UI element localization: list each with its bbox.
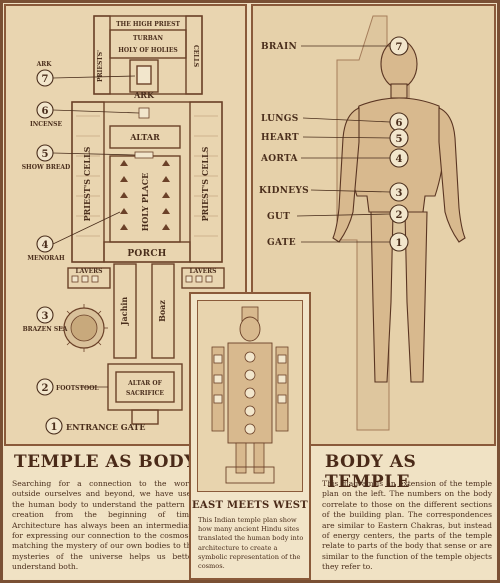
label-incense: INCENSE — [30, 121, 62, 128]
jachin-pillar — [113, 263, 137, 359]
callout-6: 6 — [42, 106, 49, 117]
label-brazen-sea: BRAZEN SEA — [23, 326, 68, 333]
jachin-text: Jachin — [119, 297, 129, 327]
temple-as-body-title: TEMPLE AS BODY — [14, 452, 197, 472]
lavers-right-text: LAVERS — [190, 268, 217, 275]
east-meets-west-title: EAST MEETS WEST — [192, 500, 308, 511]
temple-as-body-text: Searching for a connection to the world … — [12, 479, 196, 572]
label-lungs: LUNGS — [261, 114, 299, 124]
temple-plan-panel: THE HIGH PRIEST TURBAN HOLY OF HOLIES PR… — [4, 4, 247, 446]
holy-place-text: HOLY PLACE — [140, 173, 150, 231]
east-meets-west-card: EAST MEETS WEST This Indian temple plan … — [189, 292, 311, 580]
high-priest-text: THE HIGH PRIEST — [116, 21, 180, 28]
altar-text: ALTAR — [129, 132, 160, 142]
show-bread-table — [134, 151, 154, 159]
label-menorah: MENORAH — [27, 255, 65, 262]
right-cells — [189, 101, 223, 263]
altar-of-sacrifice-block — [107, 363, 183, 411]
human-figure — [332, 39, 466, 383]
menorah-lamps — [120, 160, 170, 230]
altar-block — [109, 125, 181, 149]
porch-text: PORCH — [127, 249, 166, 259]
boaz-text: Boaz — [157, 300, 167, 322]
body-num-3: 3 — [396, 188, 403, 199]
temple-plan-diagram: THE HIGH PRIEST TURBAN HOLY OF HOLIES PR… — [22, 15, 225, 435]
body-num-2: 2 — [396, 210, 403, 221]
body-num-6: 6 — [396, 118, 403, 129]
callout-5: 5 — [42, 149, 49, 160]
lavers-left-text: LAVERS — [76, 268, 103, 275]
priests-top-left-text: PRIESTS' — [97, 50, 104, 82]
porch-block — [103, 241, 191, 263]
body-num-1: 1 — [396, 238, 403, 249]
turban-text: TURBAN — [133, 35, 163, 42]
label-show-bread: SHOW BREAD — [22, 164, 71, 171]
label-footstool: FOOTSTOOL — [56, 385, 99, 392]
label-heart: HEART — [261, 133, 299, 143]
body-as-temple-title: BODY AS TEMPLE — [325, 452, 417, 492]
label-entrance-gate: ENTRANCE GATE — [66, 422, 145, 432]
body-num-4: 4 — [396, 154, 403, 165]
priests-cells-right-text: PRIEST'S CELLS — [200, 146, 210, 221]
ark-box — [136, 65, 152, 85]
cells-top-right-text: CELLS — [192, 45, 199, 67]
holy-of-holies-text: HOLY OF HOLIES — [118, 47, 178, 54]
callout-3: 3 — [42, 311, 49, 322]
east-meets-west-text: This Indian temple plan show how many an… — [198, 516, 304, 571]
callout-7: 7 — [42, 74, 49, 85]
label-gate: GATE — [267, 238, 296, 248]
boaz-pillar — [151, 263, 175, 359]
priests-cells-left-text: PRIEST'S CELLS — [82, 146, 92, 221]
body-as-temple-text: This diagram is an extension of the temp… — [322, 479, 492, 572]
brazen-sea — [60, 304, 108, 352]
ark-text: ARK — [133, 90, 155, 100]
body-diagram-panel: 7 6 5 4 3 2 1 BRAIN LUNGS HEART AORTA KI… — [251, 4, 496, 446]
altar-of-sacrifice-text-1: ALTAR OF — [127, 380, 162, 387]
label-brain: BRAIN — [261, 42, 297, 52]
left-cells — [71, 101, 105, 263]
callout-1: 1 — [51, 422, 58, 433]
altar-of-sacrifice-text-2: SACRIFICE — [126, 390, 164, 397]
callout-4: 4 — [42, 240, 49, 251]
label-aorta: AORTA — [260, 154, 299, 164]
body-num-7: 7 — [396, 42, 403, 53]
callout-2: 2 — [42, 383, 49, 394]
label-ark: ARK — [36, 61, 53, 68]
label-gut: GUT — [267, 212, 290, 222]
incense-altar — [138, 107, 150, 119]
label-kidneys: KIDNEYS — [259, 186, 309, 196]
body-num-5: 5 — [396, 134, 403, 145]
body-diagram: 7 6 5 4 3 2 1 BRAIN LUNGS HEART AORTA KI… — [259, 15, 466, 431]
hindu-temple-plan-image — [197, 300, 303, 492]
